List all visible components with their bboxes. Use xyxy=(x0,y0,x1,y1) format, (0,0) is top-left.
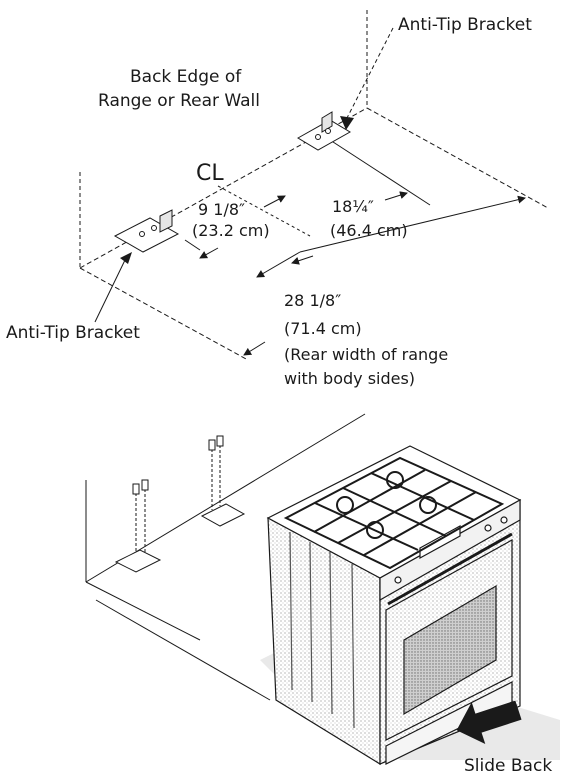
dim2-imperial: 18¼″ xyxy=(332,197,374,216)
dim3-note-line2: with body sides) xyxy=(284,369,415,388)
ext-line-2 xyxy=(329,139,431,206)
leader-left-bracket xyxy=(94,257,127,323)
cooktop-grates xyxy=(283,456,505,570)
right-side-line xyxy=(366,107,549,209)
bracket-screws-left xyxy=(114,479,162,573)
dim1-arrow-right xyxy=(263,195,286,208)
dim2-arrow-top xyxy=(384,191,408,201)
dim3-imperial: 28 1/8″ xyxy=(284,291,341,310)
dim3-arrow-lower xyxy=(243,341,266,356)
slide-back-label: Slide Back xyxy=(464,756,552,776)
dim2-arrow-bottom xyxy=(291,255,314,265)
dim1-imperial: 9 1/8″ xyxy=(198,200,245,219)
centerline-label: CL xyxy=(196,161,224,186)
left-side-line xyxy=(79,267,249,361)
ext-line-1 xyxy=(184,239,201,251)
back-edge-label-line2: Range or Rear Wall xyxy=(98,91,260,111)
leader-top-arrowhead xyxy=(340,116,354,130)
floor-left-edge xyxy=(85,581,201,641)
dim1-metric: (23.2 cm) xyxy=(192,221,270,240)
dim1-arrow-left xyxy=(199,247,219,259)
back-edge-label-line1: Back Edge of xyxy=(130,67,242,87)
dim3-metric: (71.4 cm) xyxy=(284,319,362,338)
anti-tip-left-label: Anti-Tip Bracket xyxy=(6,323,140,343)
bracket-screws-right xyxy=(200,435,246,527)
floor-front-edge xyxy=(95,599,271,701)
dim3-note-line1: (Rear width of range xyxy=(284,345,448,364)
anti-tip-bracket-left xyxy=(113,209,180,253)
leader-top-bracket xyxy=(346,27,394,119)
anti-tip-top-label: Anti-Tip Bracket xyxy=(398,15,532,35)
dim2-metric: (46.4 cm) xyxy=(330,221,408,240)
dim3-arrow-right xyxy=(299,195,526,253)
leader-left-arrowhead xyxy=(120,252,132,264)
slide-back-arrow xyxy=(456,700,522,745)
dimension-arrows xyxy=(199,191,526,356)
anti-tip-bracket-top xyxy=(297,111,351,151)
dim3-arrow-left xyxy=(256,251,301,278)
